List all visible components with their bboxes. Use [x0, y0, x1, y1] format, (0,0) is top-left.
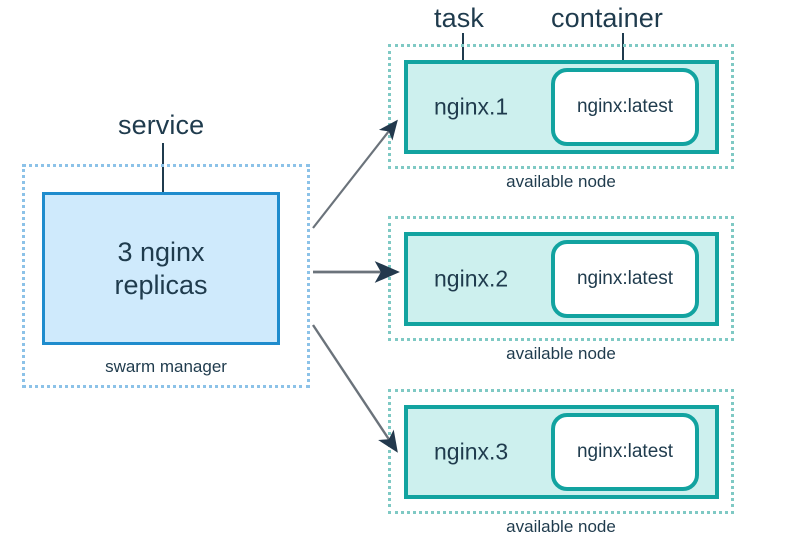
task-label-1: nginx.1 — [434, 93, 509, 120]
node-box-2[interactable]: nginx.2 nginx:latest — [404, 232, 719, 326]
arrow-service-to-node-3 — [312, 324, 398, 453]
available-node-group-1[interactable] — [388, 44, 734, 169]
service-replicas-line-1: 3 nginx — [117, 236, 205, 267]
task-label-2: nginx.2 — [434, 265, 509, 292]
annotation-label-task: task — [434, 3, 484, 33]
swarm-manager-group[interactable] — [22, 164, 310, 388]
leader-line-task — [462, 33, 464, 83]
node-box-1[interactable]: nginx.1 nginx:latest — [404, 60, 719, 154]
arrow-service-to-node-1 — [312, 119, 398, 229]
service-replicas-line-2: replicas — [114, 269, 208, 300]
available-node-caption-1: available node — [506, 172, 616, 191]
node-box-3[interactable]: nginx.3 nginx:latest — [404, 405, 719, 499]
annotation-label-container: container — [551, 3, 663, 33]
available-node-caption-2: available node — [506, 344, 616, 363]
task-label-3: nginx.3 — [434, 438, 509, 465]
swarm-manager-caption: swarm manager — [105, 357, 227, 376]
container-image-label-1: nginx:latest — [576, 96, 674, 117]
leader-line-service — [162, 143, 164, 233]
container-box-2[interactable]: nginx:latest — [551, 240, 699, 318]
service-box[interactable]: 3 nginx replicas — [42, 192, 280, 345]
annotation-label-service: service — [118, 110, 205, 140]
available-node-caption-3: available node — [506, 517, 616, 536]
container-image-label-2: nginx:latest — [576, 268, 674, 289]
container-box-1[interactable]: nginx:latest — [551, 68, 699, 146]
service-box-text: 3 nginx replicas — [45, 195, 277, 342]
container-box-3[interactable]: nginx:latest — [551, 413, 699, 491]
container-image-label-3: nginx:latest — [576, 441, 674, 462]
